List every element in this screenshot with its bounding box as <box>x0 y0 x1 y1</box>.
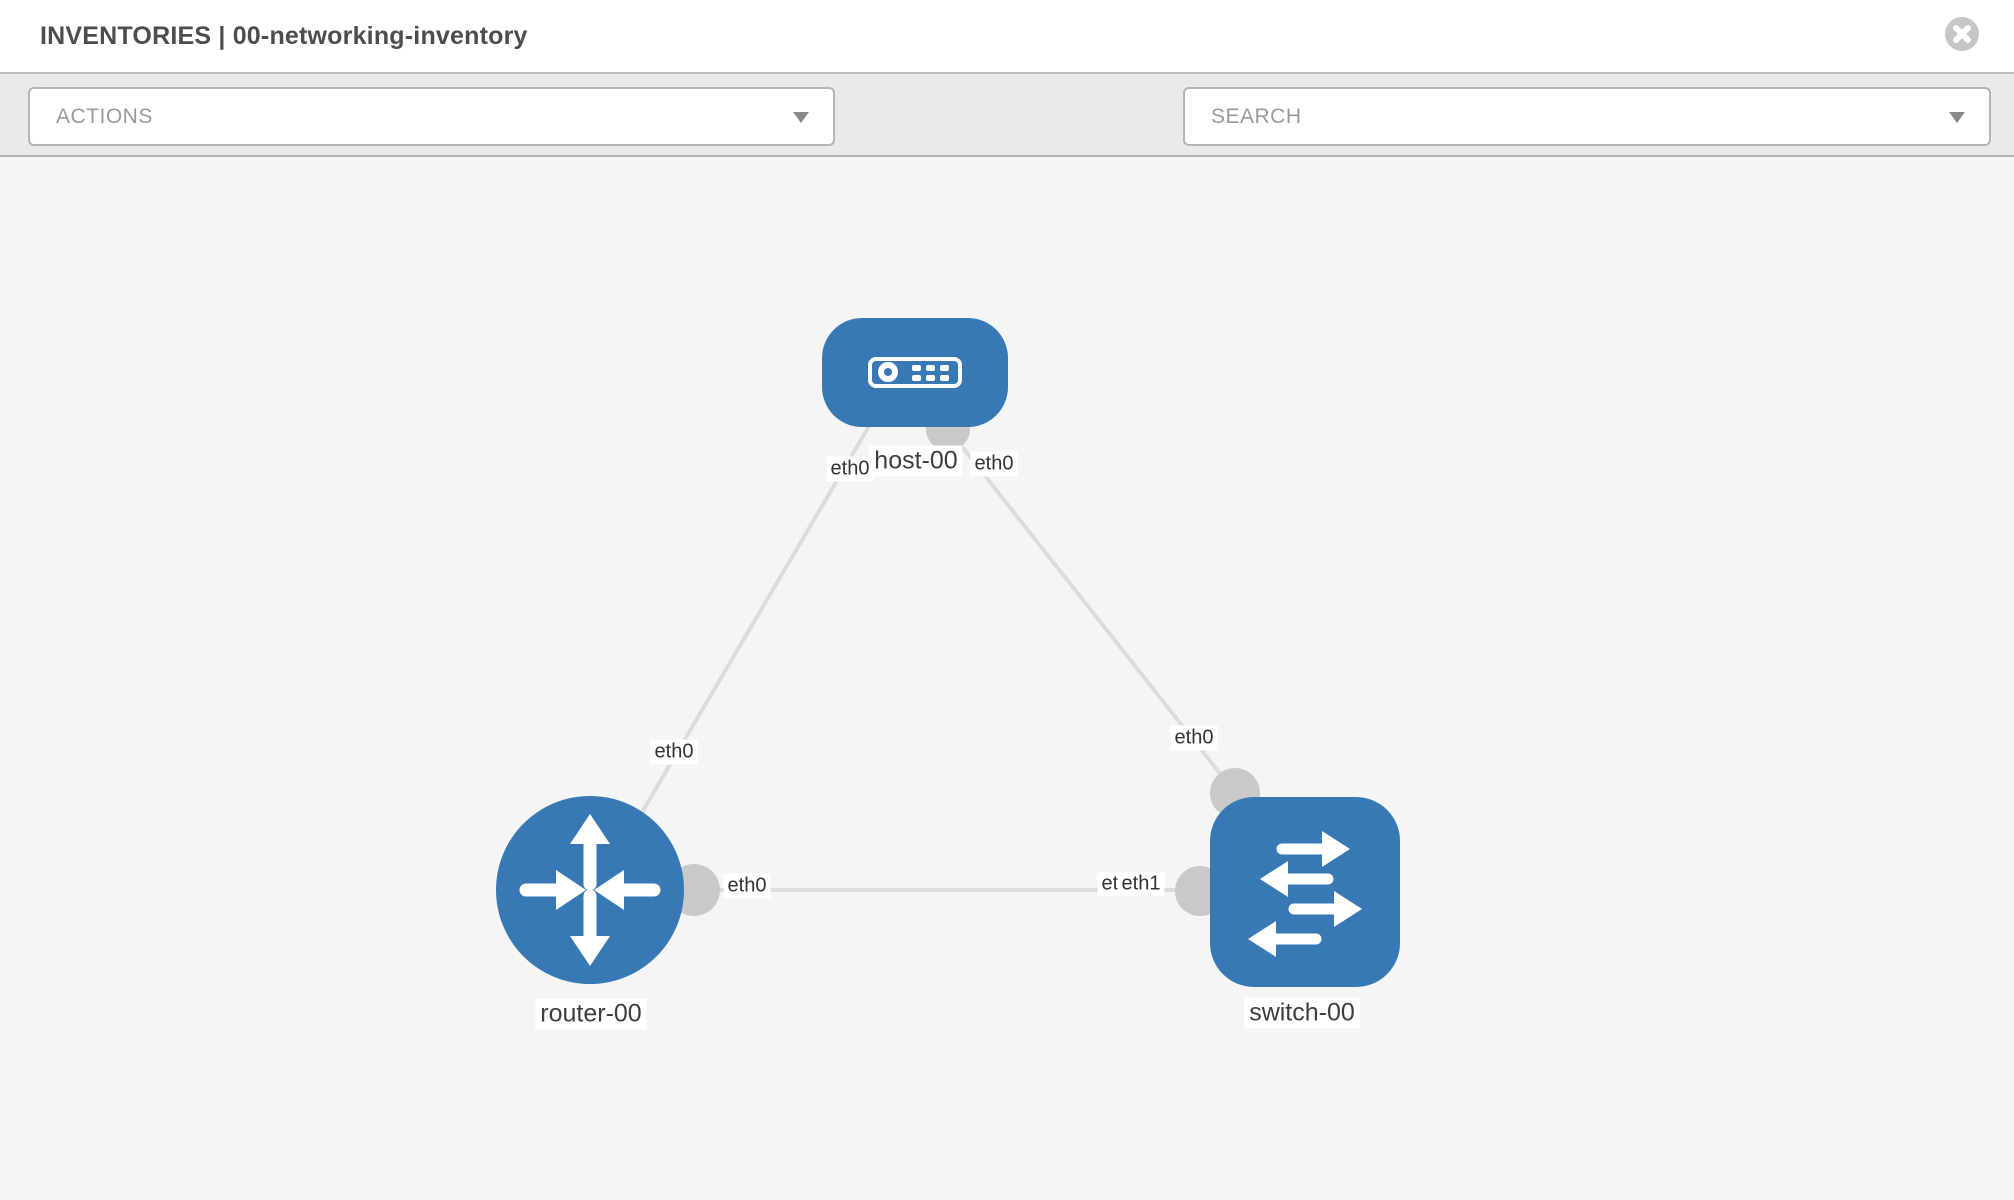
page-title: INVENTORIES | 00-networking-inventory <box>40 22 528 50</box>
actions-dropdown-label: ACTIONS <box>56 105 153 128</box>
interface-label: eth0 <box>826 456 874 482</box>
node-host-00[interactable] <box>822 318 1008 427</box>
node-label-switch: switch-00 <box>1244 997 1360 1029</box>
chevron-down-icon <box>1949 111 1965 123</box>
toolbar: ACTIONS SEARCH <box>0 72 2014 210</box>
host-icon <box>868 357 962 388</box>
node-switch-00[interactable] <box>1210 797 1400 987</box>
interface-label: eth0 <box>723 873 771 899</box>
topology-canvas[interactable]: eth0 eth0 eth0 eth0 eth0 eth0 eth1 host-… <box>0 157 2014 1200</box>
node-label-router: router-00 <box>535 998 647 1030</box>
chevron-down-icon <box>793 111 809 123</box>
panel-header: INVENTORIES | 00-networking-inventory <box>0 0 2014 72</box>
interface-label: eth0 <box>1170 725 1218 751</box>
close-button[interactable] <box>1945 17 1979 51</box>
node-label-host: host-00 <box>869 445 963 477</box>
switch-icon <box>1248 831 1362 957</box>
interface-label: eth0 <box>970 451 1018 477</box>
topology-links-layer <box>592 407 1300 916</box>
search-dropdown[interactable]: SEARCH <box>1183 87 1991 146</box>
actions-dropdown[interactable]: ACTIONS <box>28 87 835 146</box>
close-icon <box>1953 25 1971 43</box>
interface-label: eth0 <box>650 739 698 765</box>
search-dropdown-label: SEARCH <box>1211 105 1302 128</box>
node-router-00[interactable] <box>496 796 684 984</box>
interface-label: eth1 <box>1117 871 1165 897</box>
router-icon <box>519 814 661 966</box>
